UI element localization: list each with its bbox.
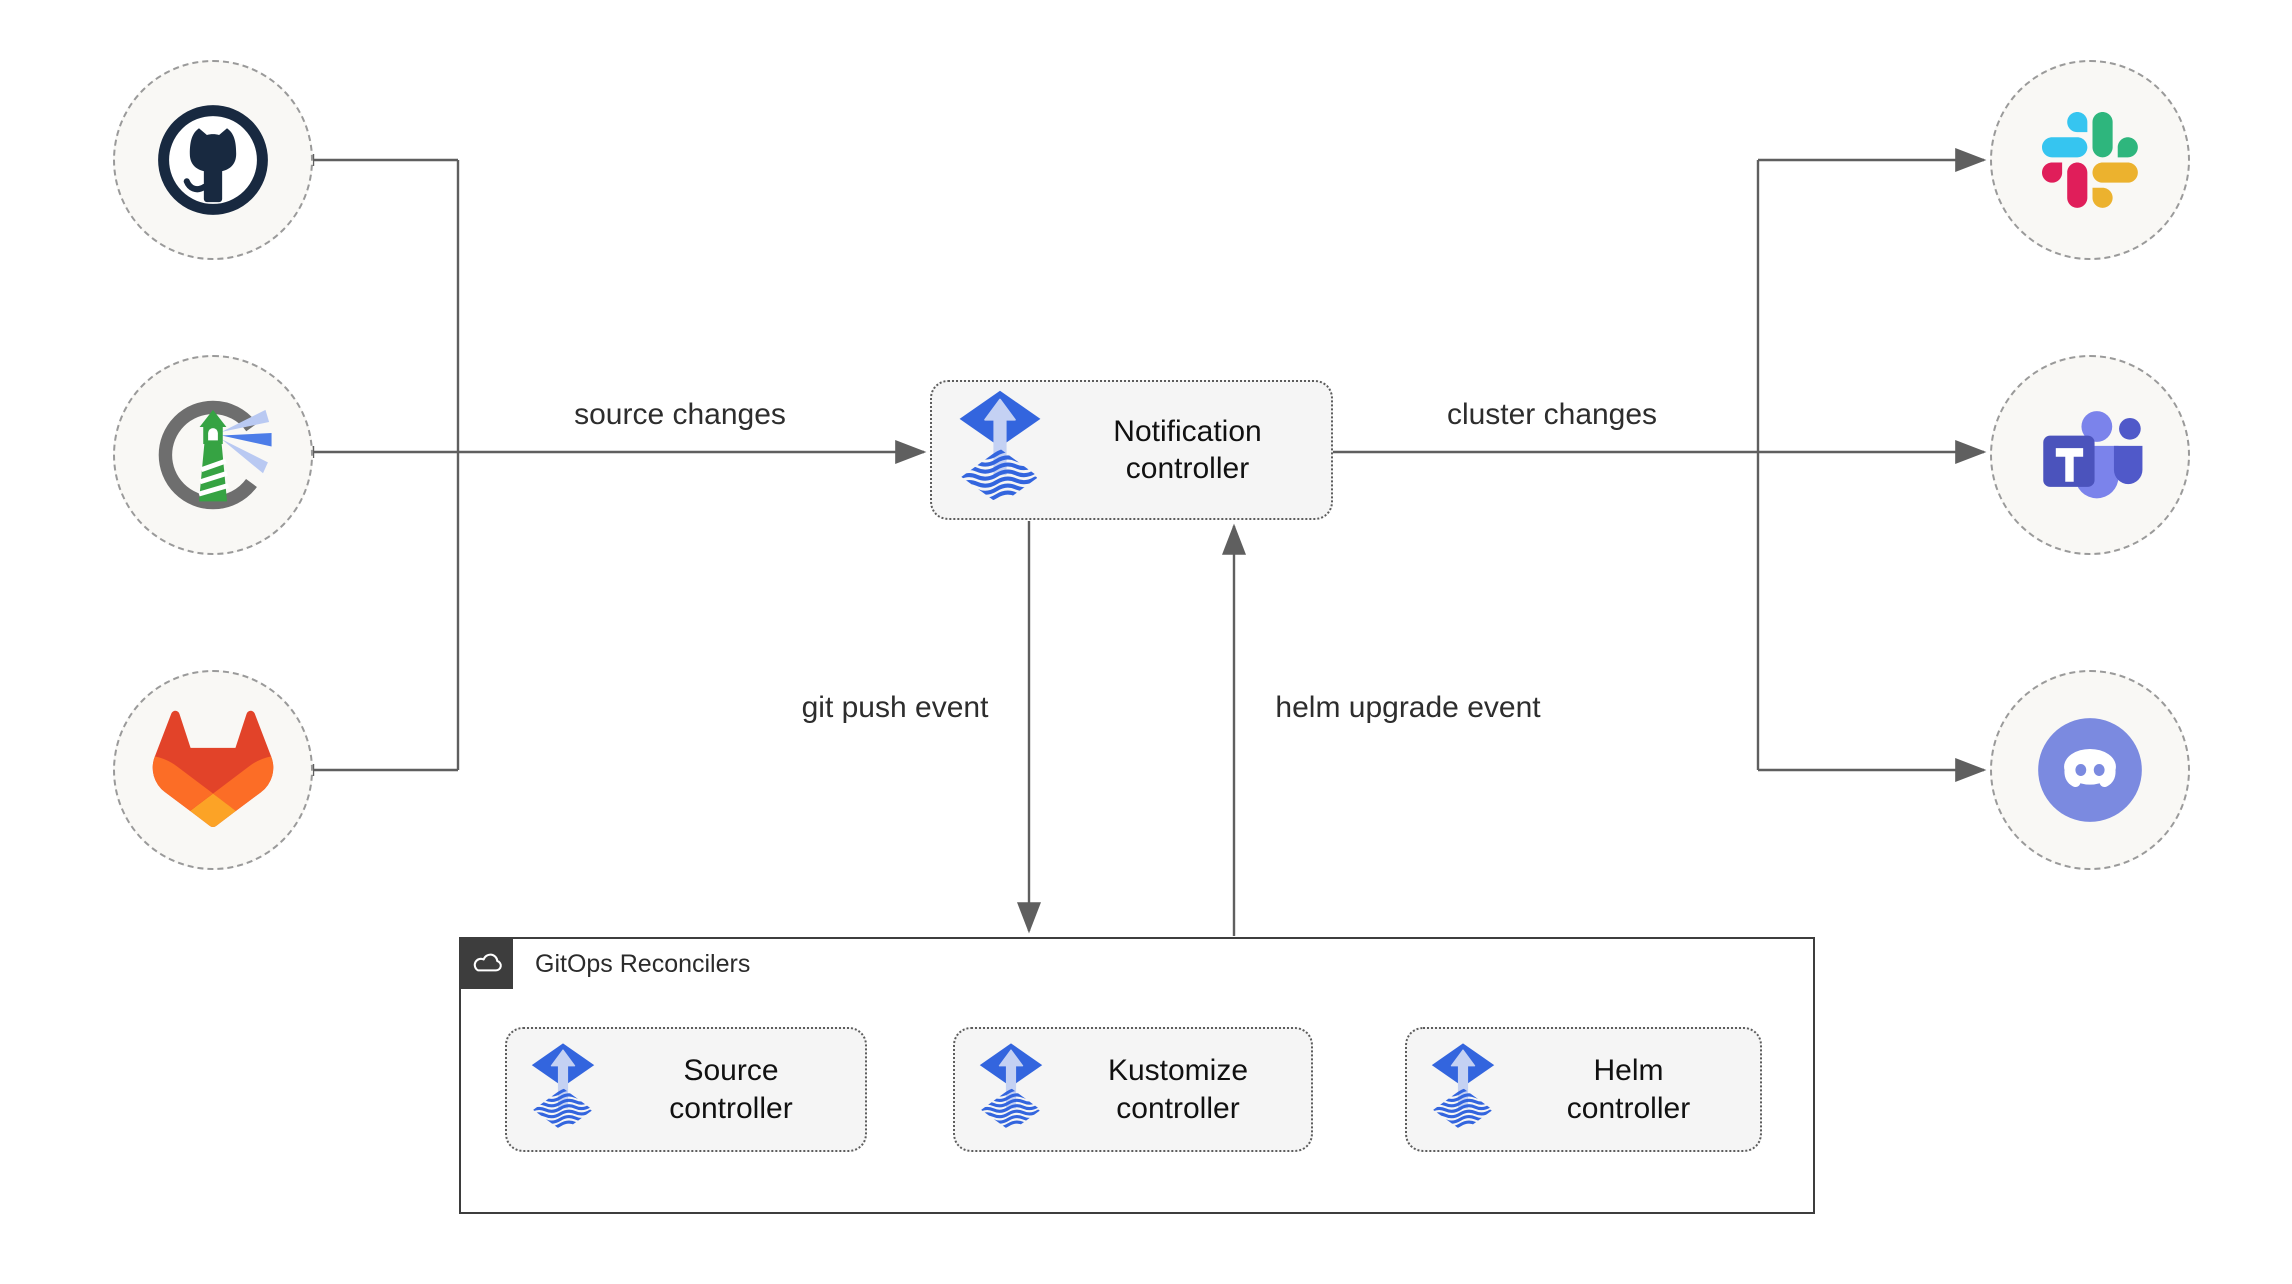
edge-label-helm-upgrade-event: helm upgrade event — [1271, 691, 1545, 725]
flux-icon — [1429, 1042, 1497, 1137]
group-badge — [461, 939, 513, 989]
gitlab-icon — [147, 703, 279, 838]
source-controller-box: Source controller — [505, 1027, 867, 1152]
label-line2: controller — [1566, 1091, 1691, 1125]
flux-icon — [956, 389, 1044, 512]
github-icon — [152, 99, 274, 221]
label-line1: Source — [683, 1054, 779, 1087]
label-line1: Notification — [1113, 414, 1262, 448]
node-harbor — [113, 355, 313, 555]
cloud-icon — [470, 951, 504, 977]
helm-controller-box: Helm controller — [1405, 1027, 1762, 1152]
node-gitlab — [113, 670, 313, 870]
edge-label-cluster-changes: cluster changes — [1442, 398, 1662, 432]
teams-icon — [2033, 398, 2147, 512]
kustomize-controller-label: Kustomize controller — [1045, 1052, 1311, 1127]
group-title: GitOps Reconcilers — [535, 950, 751, 978]
node-teams — [1990, 355, 2190, 555]
kustomize-controller-box: Kustomize controller — [953, 1027, 1313, 1152]
flux-icon — [529, 1042, 597, 1137]
discord-icon — [2036, 716, 2144, 824]
notification-controller-label: Notification controller — [1044, 413, 1331, 488]
label-line1: Helm — [1593, 1054, 1664, 1087]
slack-icon — [2042, 112, 2138, 208]
helm-controller-label: Helm controller — [1497, 1052, 1760, 1127]
label-line1: Kustomize — [1107, 1054, 1249, 1087]
notification-controller-box: Notification controller — [930, 380, 1333, 520]
edge-label-source-changes: source changes — [570, 398, 790, 432]
node-github — [113, 60, 313, 260]
label-line2: controller — [1125, 452, 1250, 485]
node-slack — [1990, 60, 2190, 260]
harbor-icon — [152, 394, 274, 516]
edge-label-git-push-event: git push event — [797, 691, 993, 725]
node-discord — [1990, 670, 2190, 870]
label-line2: controller — [669, 1091, 793, 1125]
label-line2: controller — [1116, 1091, 1240, 1125]
source-controller-label: Source controller — [597, 1052, 865, 1127]
flux-icon — [977, 1042, 1045, 1137]
